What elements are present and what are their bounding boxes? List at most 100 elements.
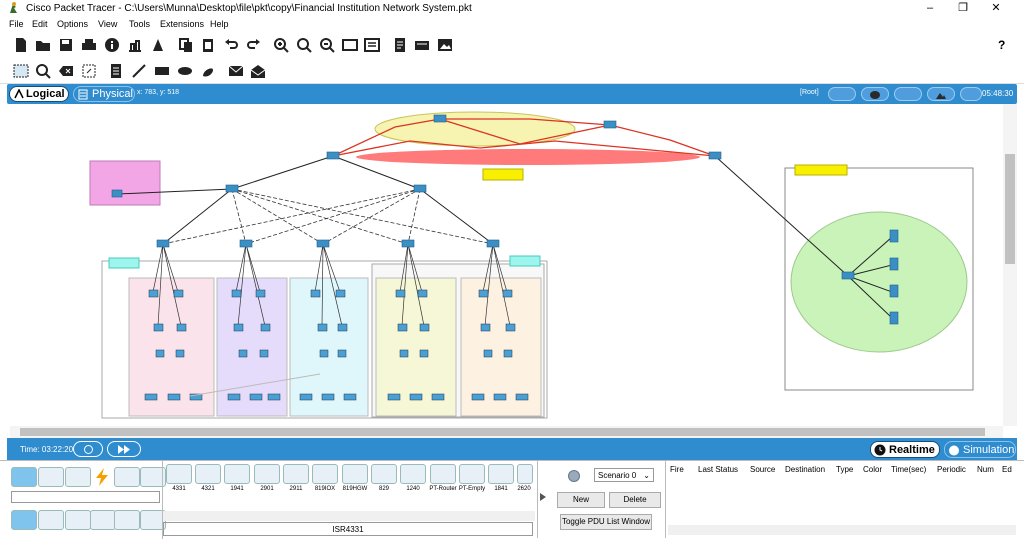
switch-node[interactable]: [316, 239, 330, 248]
tab-logical[interactable]: Logical: [9, 86, 69, 102]
router-model-tile[interactable]: [195, 464, 221, 484]
zoom-in-icon[interactable]: [273, 37, 289, 53]
toggle-pdu-list-button[interactable]: Toggle PDU List Window: [560, 514, 652, 530]
server-node[interactable]: [889, 257, 899, 271]
inspect-icon[interactable]: [35, 63, 51, 79]
resize-icon[interactable]: [81, 63, 97, 79]
image-icon[interactable]: [437, 37, 453, 53]
multiuser-category[interactable]: [140, 467, 166, 487]
open-folder-icon[interactable]: [35, 37, 51, 53]
set-background-button[interactable]: [927, 87, 955, 101]
router-node[interactable]: [603, 120, 617, 129]
connections-icon[interactable]: [92, 467, 112, 487]
scenario-select[interactable]: Scenario 0 ⌄: [594, 468, 654, 482]
scenario-info-icon[interactable]: [568, 470, 580, 482]
undo-icon[interactable]: [223, 37, 239, 53]
router-model-tile[interactable]: [459, 464, 485, 484]
server-node[interactable]: [889, 311, 899, 325]
new-file-icon[interactable]: [13, 37, 29, 53]
menu-help[interactable]: Help: [210, 19, 229, 29]
pdu-table-scrollbar[interactable]: [668, 525, 1016, 535]
pdu-list-icon[interactable]: [392, 37, 408, 53]
router-model-tile[interactable]: [517, 464, 533, 484]
root-button[interactable]: [Root]: [800, 89, 819, 96]
menu-options[interactable]: Options: [57, 19, 89, 29]
collapse-arrow-icon[interactable]: [540, 493, 546, 501]
save-icon[interactable]: [58, 37, 74, 53]
network-info-icon[interactable]: [127, 37, 143, 53]
switches-subcategory[interactable]: [38, 510, 64, 530]
back-button[interactable]: [828, 87, 856, 101]
help-button[interactable]: ?: [998, 38, 1006, 52]
horizontal-scrollbar[interactable]: [10, 426, 1003, 438]
tab-physical[interactable]: Physical: [73, 86, 135, 102]
line-icon[interactable]: [131, 63, 147, 79]
router-model-tile[interactable]: [254, 464, 280, 484]
misc-category[interactable]: [114, 467, 140, 487]
horizontal-scroll-thumb[interactable]: [20, 428, 985, 436]
complex-pdu-icon[interactable]: [250, 63, 266, 79]
routers-subcategory[interactable]: [11, 510, 37, 530]
rectangle-icon[interactable]: [154, 63, 170, 79]
vertical-scroll-thumb[interactable]: [1005, 154, 1015, 264]
router-model-tile[interactable]: [342, 464, 368, 484]
switch-node[interactable]: [413, 184, 427, 193]
print-icon[interactable]: [81, 37, 97, 53]
model-scrollbar[interactable]: [163, 511, 535, 521]
vertical-scrollbar[interactable]: [1003, 104, 1017, 426]
delete-icon[interactable]: [58, 63, 74, 79]
viewport-button[interactable]: [960, 87, 982, 101]
drawing-palette-icon[interactable]: [342, 37, 358, 53]
pc-node[interactable]: [111, 189, 123, 198]
menu-view[interactable]: View: [98, 19, 118, 29]
note-icon[interactable]: [108, 63, 124, 79]
fast-forward-button[interactable]: [107, 441, 141, 457]
router-model-tile[interactable]: [166, 464, 192, 484]
move-object-button[interactable]: [894, 87, 922, 101]
router-node[interactable]: [326, 151, 340, 160]
menu-extensions[interactable]: Extensions: [160, 19, 205, 29]
realtime-mode-button[interactable]: Realtime: [870, 441, 940, 458]
router-model-tile[interactable]: [283, 464, 309, 484]
maximize-button[interactable]: ❐: [958, 2, 968, 14]
network-devices-category[interactable]: [11, 467, 37, 487]
security-subcategory[interactable]: [114, 510, 140, 530]
server-node[interactable]: [889, 284, 899, 298]
logical-canvas[interactable]: [10, 104, 1003, 426]
router-model-tile[interactable]: [488, 464, 514, 484]
menu-file[interactable]: File: [9, 19, 24, 29]
close-button[interactable]: ✕: [991, 2, 1001, 14]
select-icon[interactable]: [13, 63, 29, 79]
info-icon[interactable]: [104, 37, 120, 53]
switch-node[interactable]: [239, 239, 253, 248]
zoom-out-icon[interactable]: [319, 37, 335, 53]
switch-node[interactable]: [156, 239, 170, 248]
delete-scenario-button[interactable]: Delete: [609, 492, 661, 508]
redo-icon[interactable]: [246, 37, 262, 53]
cluster-button[interactable]: [861, 87, 889, 101]
zoom-reset-icon[interactable]: [296, 37, 312, 53]
switch-node[interactable]: [225, 184, 239, 193]
hubs-subcategory[interactable]: [65, 510, 91, 530]
new-scenario-button[interactable]: New: [557, 492, 605, 508]
freeform-icon[interactable]: [200, 63, 216, 79]
custom-device-icon[interactable]: [364, 37, 380, 53]
ipc-icon[interactable]: [414, 37, 430, 53]
router-model-tile[interactable]: [400, 464, 426, 484]
copy-icon[interactable]: [178, 37, 194, 53]
wireless-subcategory[interactable]: [90, 510, 116, 530]
switch-node[interactable]: [486, 239, 500, 248]
activity-wizard-icon[interactable]: [150, 37, 166, 53]
components-category[interactable]: [65, 467, 91, 487]
power-cycle-button[interactable]: [73, 441, 103, 457]
simple-pdu-icon[interactable]: [228, 63, 244, 79]
router-node[interactable]: [433, 114, 447, 123]
menu-edit[interactable]: Edit: [32, 19, 48, 29]
switch-node[interactable]: [401, 239, 415, 248]
server-node[interactable]: [889, 229, 899, 243]
router-model-tile[interactable]: [371, 464, 397, 484]
minimize-button[interactable]: –: [926, 2, 934, 14]
router-model-tile[interactable]: [224, 464, 250, 484]
menu-tools[interactable]: Tools: [129, 19, 151, 29]
simulation-mode-button[interactable]: Simulation: [944, 441, 1016, 458]
